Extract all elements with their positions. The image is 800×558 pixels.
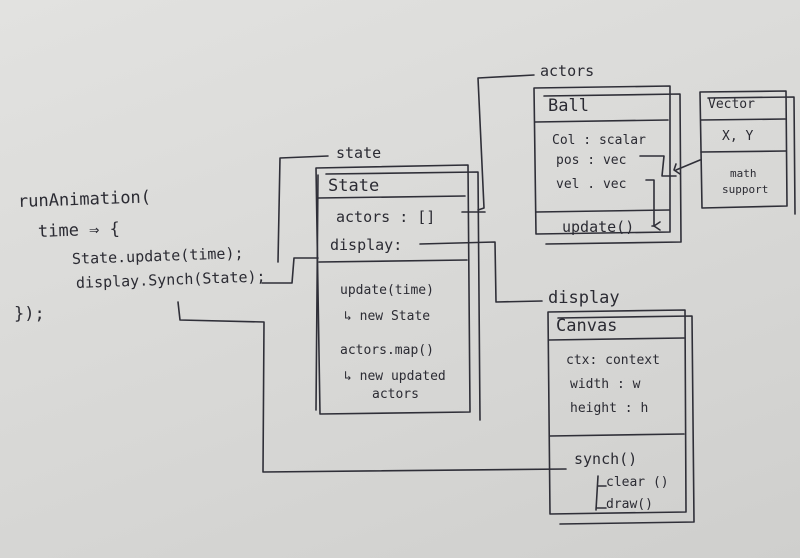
- vector-note-support: support: [722, 183, 769, 196]
- state-method-actors-map: actors.map(): [340, 343, 434, 358]
- code-line-close: });: [14, 304, 45, 324]
- canvas-field-height: height : h: [570, 401, 649, 416]
- vector-title: Vector: [708, 97, 755, 112]
- code-line-time-arrow: time ⇒ {: [37, 219, 121, 242]
- state-method-update: update(time): [340, 283, 434, 298]
- vel-link: [645, 179, 655, 227]
- canvas-title: Canvas: [556, 316, 618, 336]
- vector-arrowhead: [673, 163, 681, 175]
- ball-field-vel: vel . vec: [556, 177, 627, 192]
- state-field-display: display:: [330, 236, 403, 254]
- state-caption: state: [336, 144, 382, 162]
- vector-arrow: [675, 159, 701, 171]
- display-arrow-line: [177, 301, 567, 473]
- vector-box-outline: [699, 90, 796, 215]
- state-method-actors: actors: [372, 387, 419, 402]
- vector-field-xy: X, Y: [722, 129, 754, 144]
- ball-field-col: Col : scalar: [552, 133, 646, 148]
- canvas-field-ctx: ctx: context: [566, 353, 660, 368]
- canvas-method-clear: clear (): [606, 475, 669, 490]
- ball-title: Ball: [548, 96, 589, 116]
- canvas-field-width: width : w: [570, 377, 641, 392]
- display-caption-line: [419, 241, 543, 303]
- synch-bracket: [595, 475, 607, 511]
- state-box-outline: [315, 164, 481, 421]
- canvas-method-draw: draw(): [606, 497, 653, 512]
- update-arrowhead: [653, 221, 661, 231]
- canvas-box-outline: [547, 309, 695, 525]
- pos-link: [639, 155, 677, 177]
- canvas-method-synch: synch(): [574, 450, 638, 468]
- ball-method-update: update(): [562, 218, 635, 236]
- actors-caption-line: [477, 74, 535, 211]
- vector-note-math: math: [730, 167, 757, 180]
- actors-caption: actors: [540, 62, 595, 80]
- state-method-new-state: ↳ new State: [344, 309, 431, 324]
- ball-field-pos: pos : vec: [556, 153, 627, 168]
- display-caption: display: [548, 288, 620, 308]
- state-title: State: [328, 176, 380, 196]
- state-field-actors: actors : []: [336, 208, 436, 226]
- code-line-run-animation: runAnimation(: [17, 187, 152, 212]
- update-arrow-line: [261, 257, 319, 284]
- state-method-new-updated: ↳ new updated: [344, 369, 446, 384]
- state-caption-line: [277, 155, 329, 263]
